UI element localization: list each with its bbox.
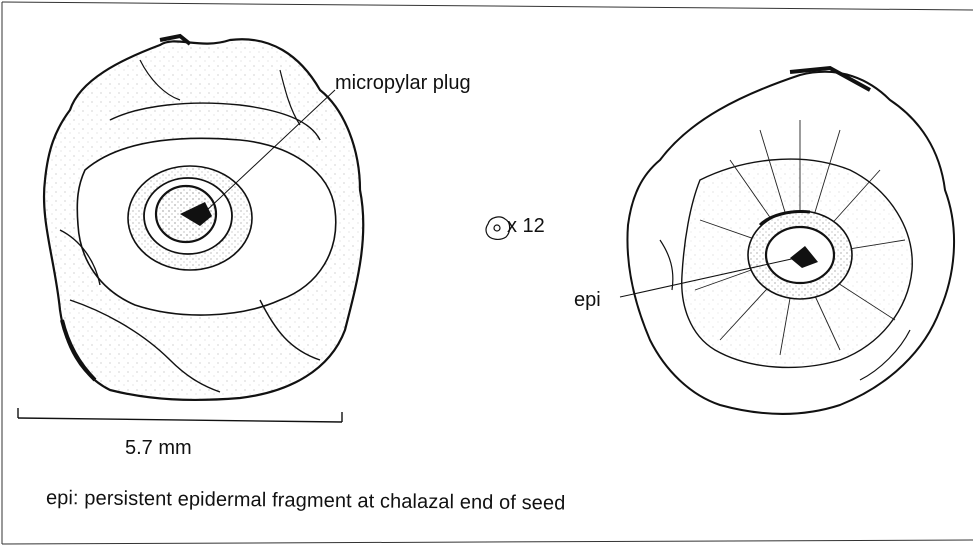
scale-bar-label: 5.7 mm	[125, 437, 192, 460]
micropylar-plug-label: micropylar plug	[335, 72, 471, 95]
magnification-label: x 12	[507, 215, 545, 238]
seed-chalazal-view	[627, 68, 954, 414]
epi-label: epi	[574, 289, 601, 312]
scale-bar	[18, 408, 342, 422]
seed-micropylar-view	[44, 36, 363, 400]
